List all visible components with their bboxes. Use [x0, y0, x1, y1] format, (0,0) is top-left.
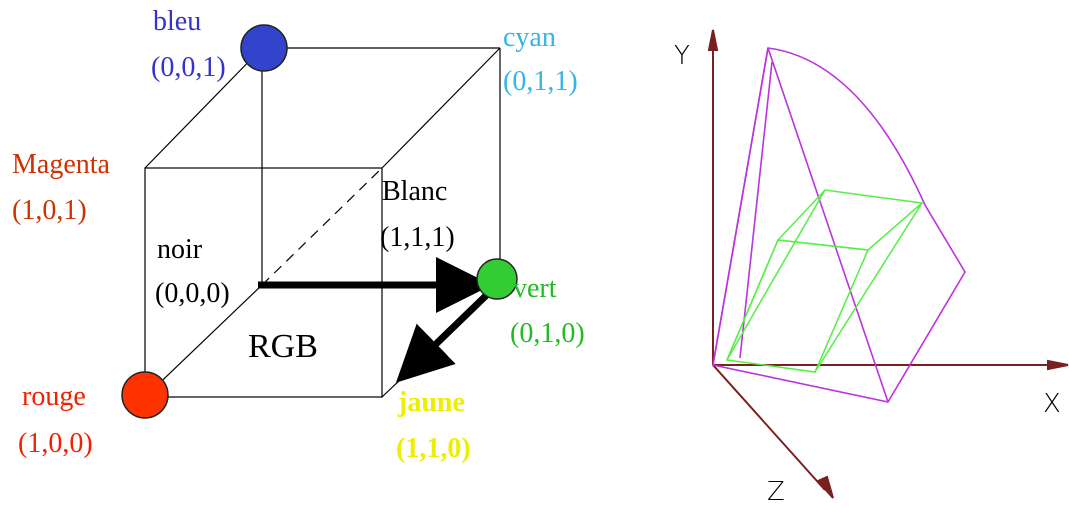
label-rouge: rouge — [22, 381, 86, 412]
axes — [707, 29, 1069, 499]
label-bleu: bleu — [153, 6, 201, 37]
inner-cube-back — [776, 189, 924, 251]
dot-green — [476, 258, 518, 300]
coords-vert: (0,1,0) — [510, 318, 585, 349]
label-cyan: cyan — [503, 22, 556, 53]
label-jaune: jaune — [397, 387, 465, 418]
coords-bleu: (0,0,1) — [151, 52, 226, 83]
coords-cyan: (0,1,1) — [503, 66, 578, 97]
inner-cube-edge-1 — [726, 239, 779, 361]
dot-red — [121, 371, 169, 419]
dot-blue — [240, 24, 288, 72]
axis-label-y: Y — [674, 41, 690, 71]
hexcone — [712, 47, 966, 403]
axis-label-x: X — [1043, 389, 1061, 419]
cube-edge-top-left — [144, 47, 263, 169]
label-blanc: Blanc — [382, 176, 447, 207]
axis-z-arrowhead — [816, 475, 834, 499]
coords-magenta: (1,0,1) — [12, 195, 87, 226]
arrow-vert-to-jaune — [395, 282, 500, 383]
cube-edge-bottom-left — [144, 284, 263, 398]
hexcone-edge-b — [712, 47, 769, 366]
coords-jaune: (1,1,0) — [396, 433, 471, 464]
label-vert: vert — [513, 273, 557, 304]
label-noir: noir — [157, 234, 203, 265]
hexcone-outline — [712, 47, 966, 403]
hexcone-edge-a — [767, 47, 889, 403]
axis-z — [712, 364, 826, 491]
coords-blanc: (1,1,1) — [380, 222, 455, 253]
cube-edge-top-right — [381, 47, 501, 169]
inner-cube-edge-2 — [814, 202, 923, 373]
hexcone-edge-c — [739, 61, 773, 359]
axis-x-arrowhead — [1047, 359, 1069, 371]
axis-y-arrowhead — [707, 29, 719, 51]
inner-cube — [725, 189, 924, 373]
axis-label-z: Z — [767, 477, 785, 507]
cube-diagonal-dashed — [261, 167, 383, 286]
inner-cube-front — [725, 239, 870, 373]
label-magenta: Magenta — [12, 149, 111, 180]
cube-title: RGB — [248, 328, 318, 365]
coords-noir: (0,0,0) — [155, 278, 230, 309]
inner-cube-edge-3 — [726, 189, 826, 361]
coords-rouge: (1,0,0) — [18, 428, 93, 459]
